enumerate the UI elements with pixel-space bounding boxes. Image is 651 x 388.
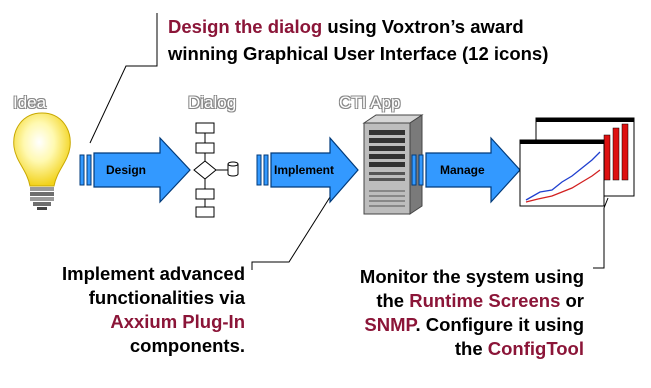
bottom-left-callout: Implement advanced functionalities via A… — [8, 262, 245, 358]
chart-windows-icon — [519, 117, 635, 207]
bottom-left-line-4: components. — [8, 334, 245, 358]
bottom-right-line-4-prefix: the — [454, 338, 488, 359]
manage-arrow — [411, 136, 521, 204]
bottom-right-line-2-suffix: or — [560, 290, 584, 311]
implement-arrow — [256, 136, 359, 204]
leader-line-top — [89, 13, 158, 144]
flowchart-icon — [193, 122, 239, 218]
light-bulb-icon — [13, 112, 71, 210]
design-arrow-label: Design — [106, 163, 147, 177]
stage-label-cti-app: CTI App — [339, 93, 401, 112]
configtool-accent: ConfigTool — [487, 338, 584, 359]
server-icon — [362, 114, 424, 215]
snmp-accent: SNMP — [364, 314, 416, 335]
leader-line-bottom-left — [251, 185, 338, 270]
bottom-right-line-2: the Runtime Screens or — [292, 289, 584, 313]
leader-line-bottom-right — [593, 197, 609, 269]
bottom-right-line-2-prefix: the — [376, 290, 410, 311]
design-arrow — [79, 136, 191, 204]
bottom-left-line-4-text: components — [129, 335, 240, 356]
runtime-screens-accent: Runtime Screens — [409, 290, 561, 311]
bottom-right-line-1: Monitor the system using — [359, 266, 584, 287]
bottom-left-accent: Axxium Plug-In — [110, 311, 245, 332]
stage-label-dialog: Dialog — [188, 93, 237, 112]
manage-arrow-label: Manage — [440, 163, 485, 177]
top-callout-line-2: winning Graphical User Interface (12 ico… — [168, 43, 549, 64]
top-callout: Design the dialog using Voxtron’s award … — [168, 13, 548, 67]
top-callout-line-1: Design the dialog using Voxtron’s award — [168, 13, 548, 40]
implement-arrow-label: Implement — [274, 163, 335, 177]
bottom-right-line-4: the ConfigTool — [292, 337, 584, 361]
bottom-left-line-1: Implement advanced — [61, 263, 245, 284]
top-callout-accent: Design the dialog — [168, 16, 323, 37]
bottom-right-line-3-suffix: . Configure it using — [415, 314, 584, 335]
stage-label-idea: Idea — [13, 93, 47, 112]
bottom-right-line-3: SNMP. Configure it using — [292, 313, 584, 337]
bottom-left-line-2: functionalities via — [88, 287, 245, 308]
top-callout-rest: using Voxtron’s award — [322, 16, 524, 37]
bottom-left-line-4-suffix: . — [239, 335, 245, 356]
bottom-right-callout: Monitor the system using the Runtime Scr… — [292, 265, 584, 361]
